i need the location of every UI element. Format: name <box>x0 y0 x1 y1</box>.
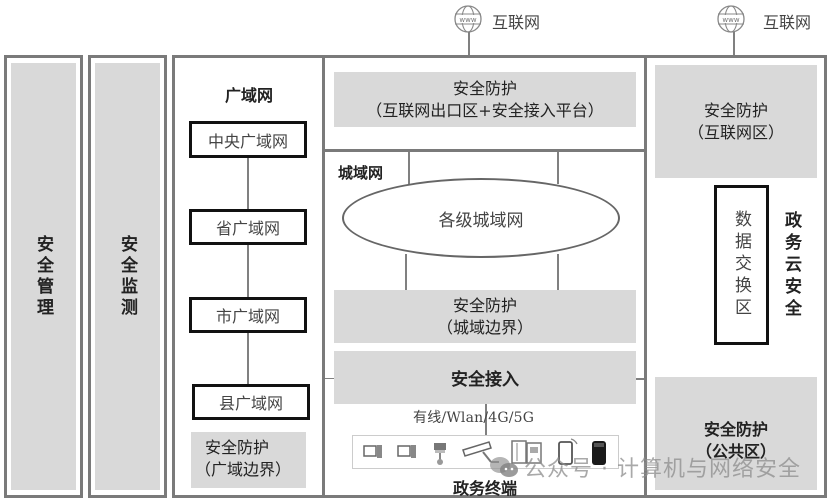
wan-boundary-protection: 安全防护 （广域边界） <box>191 432 306 488</box>
internet-connector <box>468 32 470 56</box>
wan-node-central: 中央广域网 <box>189 121 307 158</box>
man-connector-left-bottom <box>405 254 407 290</box>
security-management-panel: 安全管理 <box>11 63 76 490</box>
globe-www-icon: www <box>454 5 482 33</box>
security-monitoring-panel: 安全监测 <box>95 63 160 490</box>
globe-www-icon: www <box>717 5 745 33</box>
center-section: 安全防护 （互联网出口区+安全接入平台） 城域网 各级城域网 安全防护 （城域边… <box>322 55 648 498</box>
wechat-icon <box>490 457 518 477</box>
watermark-text: 公众号 · 计算机与网络安全 <box>524 457 801 482</box>
metro-protection-line1: 安全防护 <box>452 295 517 315</box>
wan-protection-line2: （广域边界） <box>195 460 292 479</box>
security-management-label: 安全管理 <box>33 234 53 319</box>
public-zone-line1: 安全防护 <box>703 419 768 439</box>
metro-boundary-protection: 安全防护 （城域边界） <box>334 290 636 343</box>
egress-protection-line2: （互联网出口区+安全接入平台） <box>366 100 604 120</box>
man-connector-right-top <box>557 152 559 184</box>
internet-zone-protection: 安全防护 （互联网区） <box>655 65 817 178</box>
man-title: 城域网 <box>338 164 384 182</box>
metro-networks-label: 各级城域网 <box>438 210 524 231</box>
man-divider <box>325 149 645 152</box>
desktop-computer-icon <box>363 445 382 458</box>
data-exchange-label: 数据交换区 <box>731 210 751 320</box>
svg-text:www: www <box>459 16 476 24</box>
access-link-line <box>485 404 487 436</box>
internet-node-2: www 互联网 <box>716 4 826 34</box>
internet-label: 互联网 <box>492 13 541 32</box>
security-monitoring-column: 安全监测 <box>88 55 167 498</box>
internet-label: 互联网 <box>763 13 812 32</box>
kiosk-icon <box>511 440 542 464</box>
secure-access-right-link <box>636 378 645 380</box>
internet-zone-line1: 安全防护 <box>703 100 768 120</box>
wan-node-county: 县广域网 <box>192 384 310 420</box>
gov-cloud-security-label: 政务云安全 <box>781 211 801 321</box>
access-methods-label: 有线/Wlan/4G/5G <box>413 410 535 426</box>
desktop-computer-icon <box>397 445 416 458</box>
gov-cloud-section: 安全防护 （互联网区） 数据交换区 政务云安全 安全防护 （公共区） <box>644 55 827 498</box>
internet-zone-line2: （互联网区） <box>687 122 784 142</box>
public-zone-line2: （公共区） <box>695 441 776 461</box>
metro-protection-line2: （城域边界） <box>436 317 533 337</box>
security-management-column: 安全管理 <box>4 55 83 498</box>
security-monitoring-label: 安全监测 <box>117 234 137 319</box>
svg-text:www: www <box>722 16 739 24</box>
man-connector-right-bottom <box>557 254 559 290</box>
wan-node-province: 省广域网 <box>189 209 307 245</box>
secure-access-bar: 安全接入 <box>334 351 636 404</box>
secure-access-left-link <box>325 378 334 379</box>
terminal-devices-strip <box>352 435 619 469</box>
egress-protection-line1: 安全防护 <box>452 78 517 98</box>
wan-title: 广域网 <box>225 86 274 105</box>
wan-protection-line1: 安全防护 <box>205 438 270 457</box>
man-connector-left-top <box>408 152 410 184</box>
pos-terminal-icon <box>434 443 446 465</box>
smart-speaker-icon <box>592 441 606 465</box>
public-zone-protection: 安全防护 （公共区） <box>655 377 817 490</box>
metro-networks-ellipse: 各级城域网 <box>342 178 620 258</box>
tablet-icon <box>558 438 578 465</box>
watermark: 公众号 · 计算机与网络安全 <box>488 452 801 482</box>
internet-node-1: www 互联网 <box>453 4 543 34</box>
internet-egress-protection: 安全防护 （互联网出口区+安全接入平台） <box>334 72 636 127</box>
wan-node-city: 市广域网 <box>189 297 307 333</box>
internet-connector <box>733 32 735 56</box>
gov-terminals-label: 政务终端 <box>453 479 518 498</box>
wan-section: 广域网 中央广域网 省广域网 市广域网 县广域网 安全防护 （广域边界） <box>172 55 325 498</box>
data-exchange-zone: 数据交换区 <box>714 185 769 345</box>
secure-access-label: 安全接入 <box>451 370 519 390</box>
wan-hierarchy-line <box>247 154 249 392</box>
